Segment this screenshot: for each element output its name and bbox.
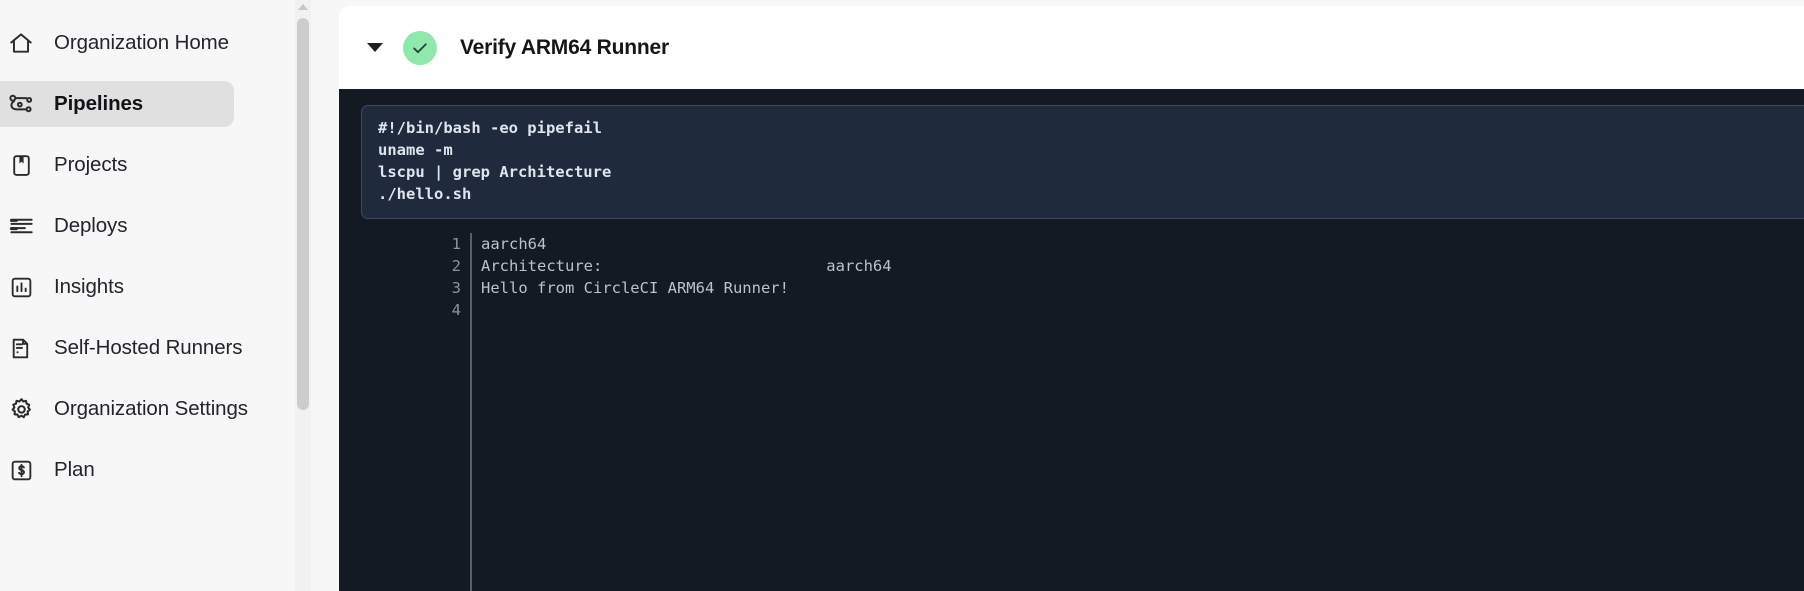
sidebar-item-organization-home[interactable]: Organization Home: [0, 20, 234, 66]
sidebar: Organization Home Pipelines: [0, 0, 311, 591]
sidebar-item-label: Deploys: [54, 214, 128, 237]
sidebar-item-insights[interactable]: Insights: [0, 264, 234, 310]
sidebar-item-label: Self-Hosted Runners: [54, 336, 243, 359]
scrollbar-thumb[interactable]: [297, 18, 309, 410]
check-circle-icon: [403, 30, 437, 65]
sidebar-item-label: Projects: [54, 153, 128, 176]
sidebar-item-label: Organization Settings: [54, 397, 248, 420]
line-text: aarch64: [481, 235, 547, 253]
sidebar-item-label: Plan: [54, 458, 95, 481]
sidebar-item-label: Insights: [54, 275, 124, 298]
sidebar-item-organization-settings[interactable]: Organization Settings: [0, 386, 248, 432]
line-text: Architecture: aarch64: [481, 257, 892, 275]
line-number: 2: [451, 257, 461, 275]
line-number: 1: [451, 235, 461, 253]
main-content: Verify ARM64 Runner 0s: [286, 0, 1804, 591]
sidebar-item-label: Organization Home: [54, 31, 229, 54]
sidebar-item-self-hosted-runners[interactable]: Self-Hosted Runners: [0, 325, 242, 371]
plan-dollar-icon: [6, 455, 36, 485]
deploys-icon: [6, 211, 36, 241]
log-line: 1 aarch64: [339, 233, 1804, 255]
log-line: 3 Hello from CircleCI ARM64 Runner!: [339, 277, 1804, 299]
line-number-divider: [470, 233, 472, 591]
sidebar-item-pipelines[interactable]: Pipelines: [0, 81, 234, 127]
sidebar-nav-list: Organization Home Pipelines: [0, 20, 286, 493]
scroll-up-arrow-icon[interactable]: [298, 4, 308, 10]
job-step-header: Verify ARM64 Runner 0s: [339, 6, 1804, 89]
sidebar-item-plan[interactable]: Plan: [0, 447, 234, 493]
line-number: 3: [451, 279, 461, 297]
step-script: #!/bin/bash -eo pipefail uname -m lscpu …: [361, 105, 1804, 219]
sidebar-scrollbar[interactable]: [295, 0, 311, 591]
gear-icon: [6, 394, 36, 424]
home-icon: [6, 28, 36, 58]
log-terminal[interactable]: #!/bin/bash -eo pipefail uname -m lscpu …: [339, 89, 1804, 591]
job-step-card: Verify ARM64 Runner 0s: [339, 6, 1804, 591]
log-line: 2 Architecture: aarch64: [339, 255, 1804, 277]
line-number: 4: [451, 301, 461, 319]
projects-icon: [6, 150, 36, 180]
sidebar-item-label: Pipelines: [54, 92, 144, 115]
sidebar-item-deploys[interactable]: Deploys: [0, 203, 234, 249]
log-line: 4: [339, 299, 1804, 321]
runners-icon: [6, 333, 36, 363]
line-text: Hello from CircleCI ARM64 Runner!: [481, 279, 789, 297]
chevron-down-icon[interactable]: [367, 43, 383, 52]
page-title: Verify ARM64 Runner: [460, 35, 669, 59]
sidebar-item-projects[interactable]: Projects: [0, 142, 234, 188]
log-output: 1 aarch64 2 Architecture: aarch64 3 Hell…: [339, 233, 1804, 591]
pipelines-icon: [6, 89, 36, 119]
insights-icon: [6, 272, 36, 302]
